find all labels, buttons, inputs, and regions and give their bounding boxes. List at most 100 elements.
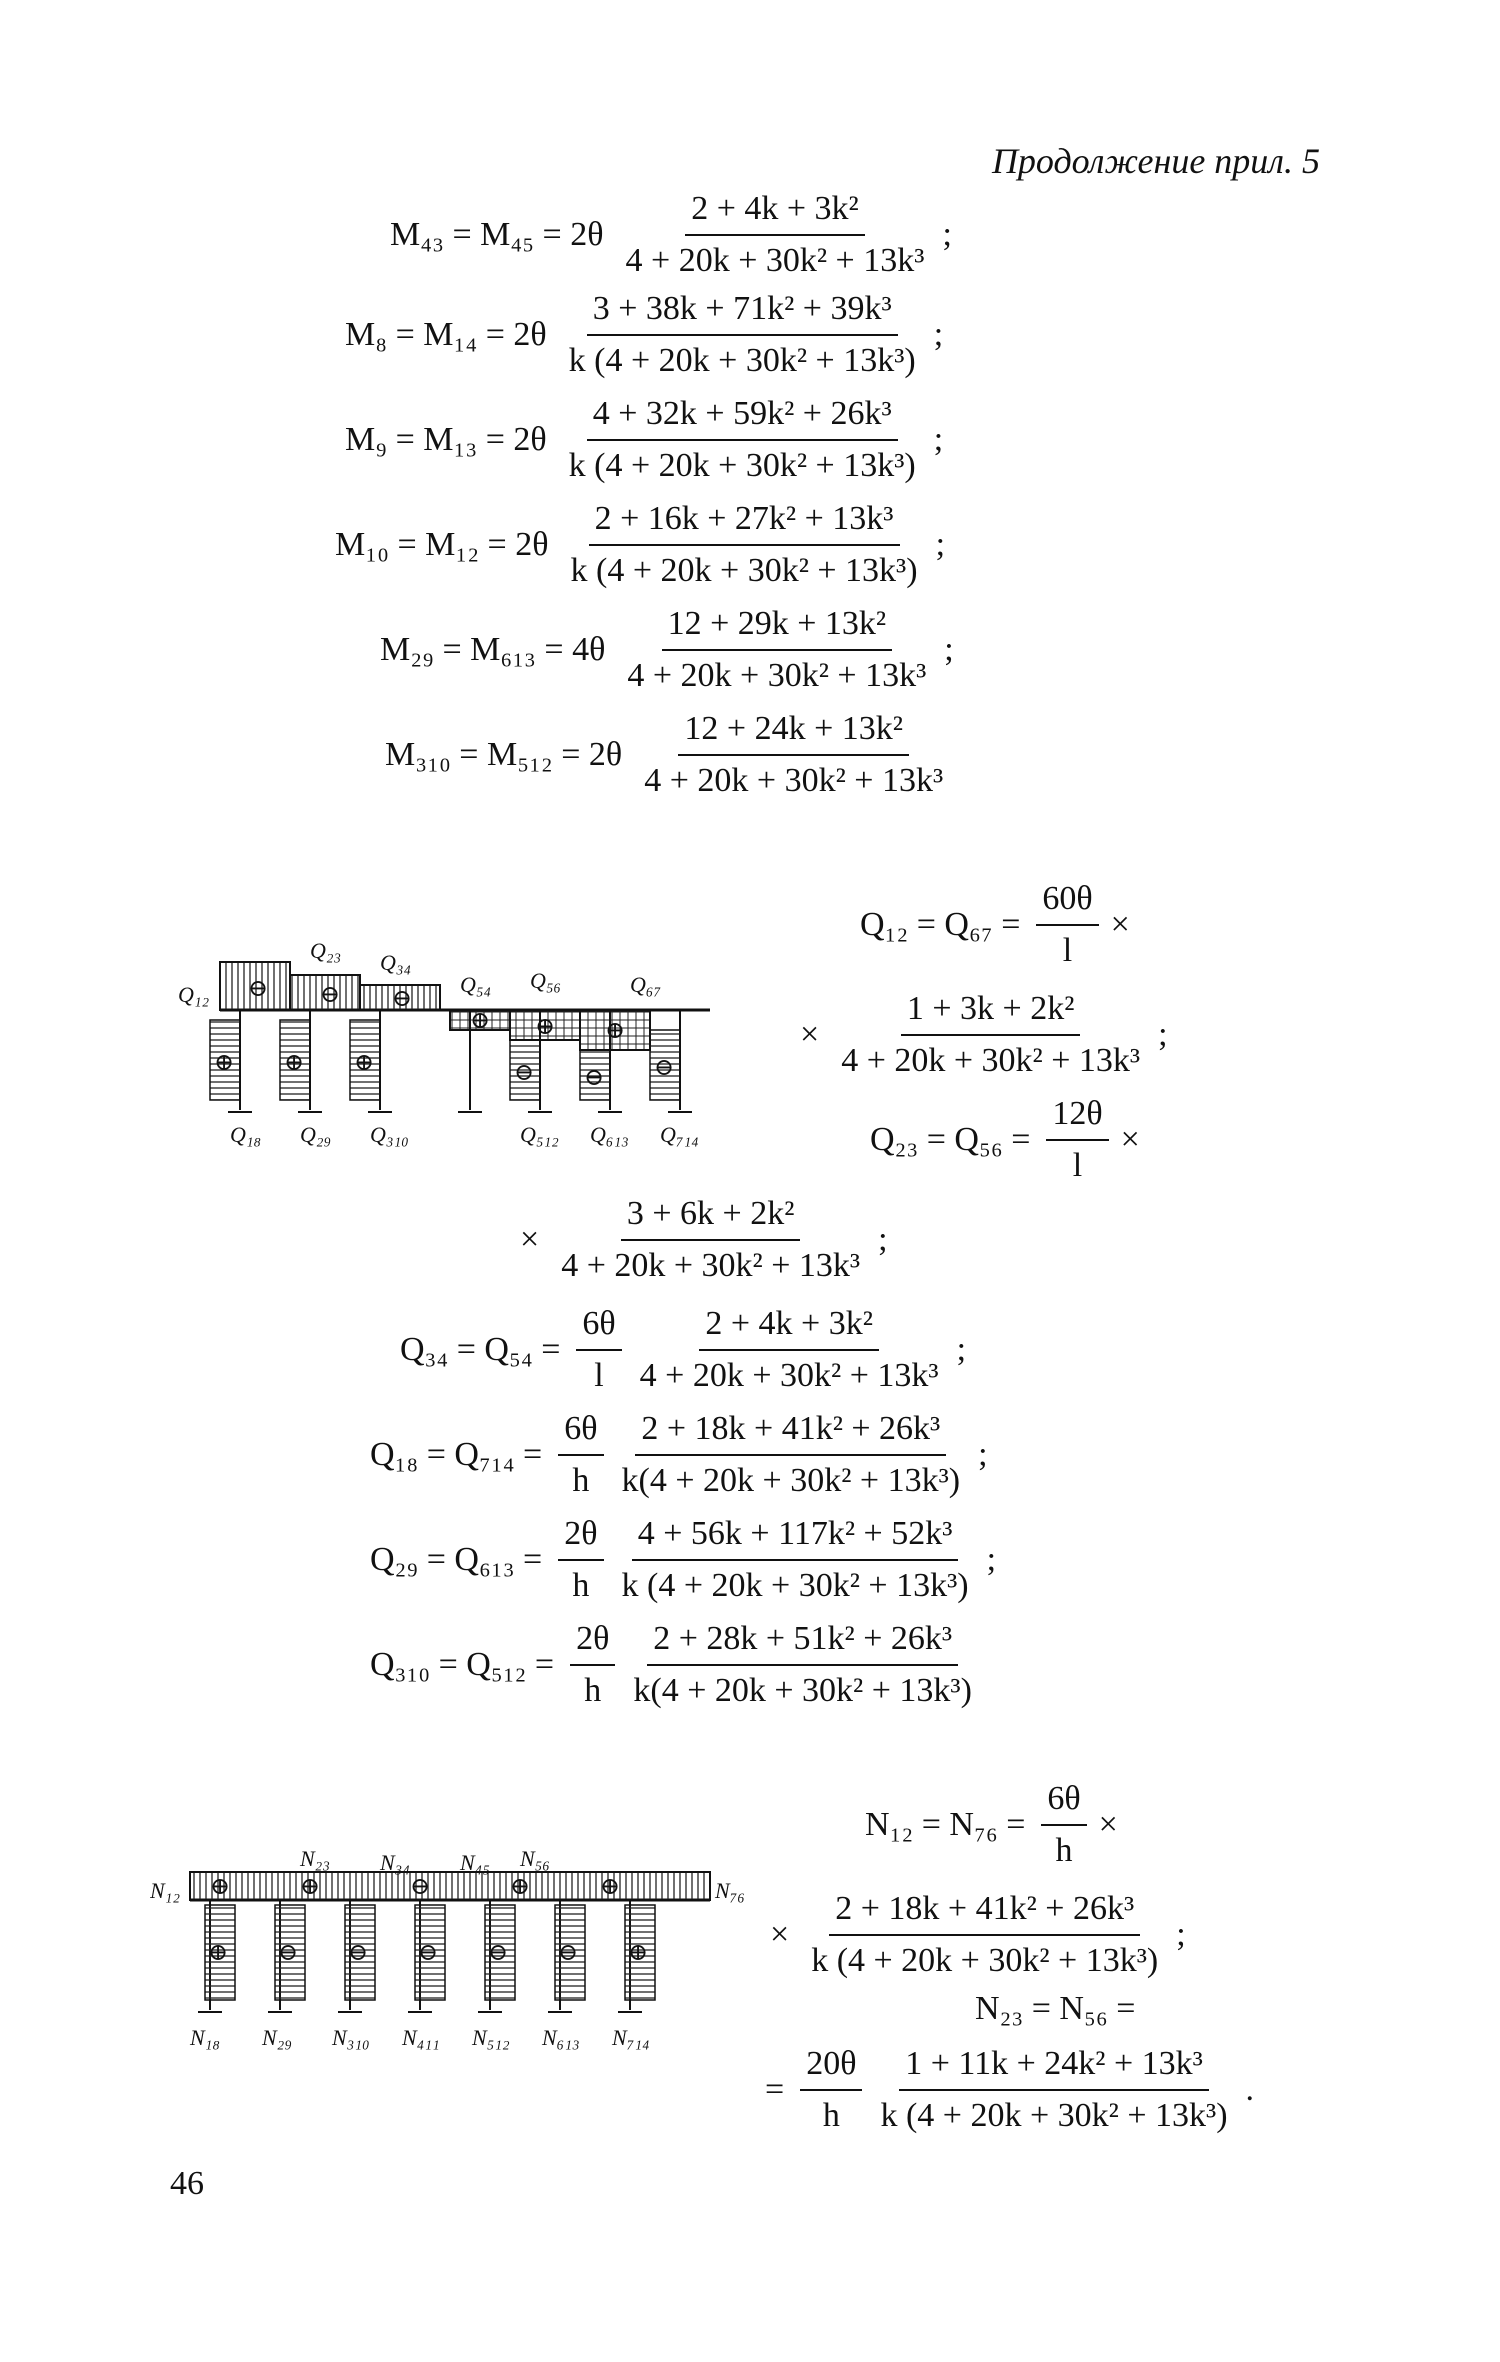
equation-lhs: N₂₃ = N₅₆ = xyxy=(975,1990,1136,2027)
equation-tail: . xyxy=(1245,2071,1255,2108)
equation: N₂₃ = N₅₆ = xyxy=(975,1990,1151,2028)
svg-text:⊕: ⊕ xyxy=(210,1874,230,1900)
equation-lhs: = xyxy=(765,2071,785,2108)
equation-lhs: Q₂₉ = Q₆₁₃ = xyxy=(370,1541,543,1578)
svg-text:⊖: ⊖ xyxy=(418,1940,438,1966)
denominator: 4 + 20k + 30k² + 13k³ xyxy=(561,1247,861,1284)
svg-text:⊖: ⊖ xyxy=(348,1940,368,1966)
svg-text:Q₁₂: Q₁₂ xyxy=(178,982,210,1007)
denominator: l xyxy=(1062,932,1073,969)
numerator: 2 + 16k + 27k² + 13k³ xyxy=(588,500,900,546)
equation-lhs: Q₃₄ = Q₅₄ = xyxy=(400,1331,561,1368)
numerator: 2θ xyxy=(558,1515,604,1561)
equation-tail: ; xyxy=(933,421,944,458)
svg-text:Q₅₁₂: Q₅₁₂ xyxy=(520,1122,559,1147)
shear-force-diagram: ⊖ ⊖ ⊖ ⊕ ⊕ ⊕ ⊕ ⊕ ⊕ ⊖ ⊖ ⊖ Q₁₂ Q₂₃ Q₃₄ Q₅₄ … xyxy=(178,938,710,1147)
numerator: 6θ xyxy=(1041,1780,1087,1826)
plus-sign: ⊕ xyxy=(605,1018,625,1044)
denominator: l xyxy=(594,1357,604,1394)
numerator: 6θ xyxy=(558,1410,604,1456)
fraction: 2 + 28k + 51k² + 26k³ k(4 + 20k + 30k² + … xyxy=(627,1620,978,1710)
numerator: 60θ xyxy=(1036,880,1099,926)
denominator: h xyxy=(572,1462,590,1499)
denominator: h xyxy=(572,1567,590,1604)
numerator: 2 + 18k + 41k² + 26k³ xyxy=(829,1890,1141,1936)
fraction: 60θ l xyxy=(1036,880,1099,970)
numerator: 12 + 29k + 13k² xyxy=(661,605,893,651)
svg-text:Q₅₄: Q₅₄ xyxy=(460,972,491,997)
svg-text:Q₂₃: Q₂₃ xyxy=(310,938,341,963)
svg-text:⊕: ⊕ xyxy=(628,1940,648,1966)
equation-lhs: M₄₃ = M₄₅ = 2θ xyxy=(390,216,604,253)
svg-text:N₅₁₂: N₅₁₂ xyxy=(471,2025,510,2050)
equation-tail: × xyxy=(1110,906,1130,943)
equation-lhs: M₁₀ = M₁₂ = 2θ xyxy=(335,526,549,563)
svg-text:⊖: ⊖ xyxy=(278,1940,298,1966)
denominator: k(4 + 20k + 30k² + 13k³) xyxy=(633,1672,972,1709)
numerator: 3 + 38k + 71k² + 39k³ xyxy=(586,290,898,336)
equation-tail: ; xyxy=(933,316,944,353)
svg-text:⊕: ⊕ xyxy=(510,1874,530,1900)
denominator: k (4 + 20k + 30k² + 13k³) xyxy=(570,552,918,589)
minus-sign: ⊖ xyxy=(392,986,412,1012)
svg-text:Q₂₉: Q₂₉ xyxy=(300,1122,331,1147)
equation-tail: ; xyxy=(942,216,952,253)
svg-text:N₁₂: N₁₂ xyxy=(150,1878,180,1903)
numerator: 1 + 3k + 2k² xyxy=(900,990,1081,1036)
denominator: l xyxy=(1072,1147,1083,1184)
minus-sign: ⊖ xyxy=(654,1055,674,1081)
svg-text:N₄₁₁: N₄₁₁ xyxy=(401,2025,440,2050)
page-number: 46 xyxy=(170,2165,204,2202)
numerator: 4 + 56k + 117k² + 52k³ xyxy=(631,1515,959,1561)
denominator: k (4 + 20k + 30k² + 13k³) xyxy=(880,2097,1228,2134)
numerator: 4 + 32k + 59k² + 26k³ xyxy=(586,395,898,441)
fraction: 4 + 32k + 59k² + 26k³ k (4 + 20k + 30k² +… xyxy=(563,395,922,485)
equation-lhs: M₂₉ = M₆₁₃ = 4θ xyxy=(380,631,606,668)
svg-text:N₇₆: N₇₆ xyxy=(714,1878,745,1903)
numerator: 2 + 4k + 3k² xyxy=(685,190,865,236)
svg-text:Q₇₁₄: Q₇₁₄ xyxy=(660,1122,699,1147)
svg-text:⊖: ⊖ xyxy=(488,1940,508,1966)
numerator: 1 + 11k + 24k² + 13k³ xyxy=(899,2045,1209,2091)
denominator: k (4 + 20k + 30k² + 13k³) xyxy=(568,447,916,484)
equation-lhs: Q₃₁₀ = Q₅₁₂ = xyxy=(370,1646,555,1683)
minus-sign: ⊖ xyxy=(248,976,268,1002)
svg-text:⊕: ⊕ xyxy=(300,1874,320,1900)
svg-text:N₄₅: N₄₅ xyxy=(459,1850,490,1875)
svg-text:N₆₁₃: N₆₁₃ xyxy=(541,2025,580,2050)
plus-sign: ⊕ xyxy=(214,1050,234,1076)
numerator: 20θ xyxy=(800,2045,863,2091)
numerator: 2 + 28k + 51k² + 26k³ xyxy=(647,1620,959,1666)
denominator: 4 + 20k + 30k² + 13k³ xyxy=(841,1042,1141,1079)
minus-sign: ⊖ xyxy=(584,1065,604,1091)
equation-tail: ; xyxy=(978,1436,988,1473)
svg-text:Q₃₄: Q₃₄ xyxy=(380,950,411,975)
equation-tail: ; xyxy=(986,1541,997,1578)
plus-sign: ⊕ xyxy=(470,1008,490,1034)
equation-lhs: × xyxy=(520,1221,540,1258)
equation-tail: × xyxy=(1098,1806,1118,1843)
plus-sign: ⊕ xyxy=(535,1014,555,1040)
svg-text:Q₅₆: Q₅₆ xyxy=(530,968,561,993)
equation-tail: ; xyxy=(878,1221,888,1258)
fraction: 2θ h xyxy=(558,1515,604,1605)
